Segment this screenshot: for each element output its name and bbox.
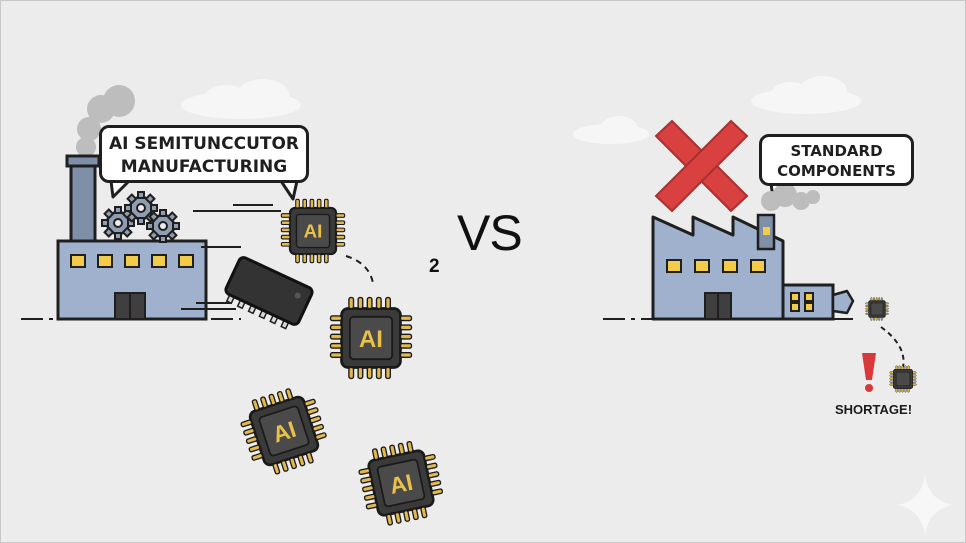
exclamation-icon: [862, 353, 876, 392]
factory-icon: [603, 183, 855, 321]
speech-bubble-standard-components: STANDARD COMPONENTS: [759, 134, 914, 186]
shortage-label: SHORTAGE!: [835, 402, 913, 417]
small-chip-icon: [865, 297, 889, 321]
speech-line: COMPONENTS: [777, 162, 896, 180]
smoke-icon: [76, 85, 135, 157]
speech-bubble-ai-manufacturing: AI SEMITUNCCUTOR MANUFACTURING: [99, 125, 309, 183]
speech-line: STANDARD: [790, 142, 883, 160]
ai-chip-icon: AI: [233, 380, 335, 482]
svg-text:AI: AI: [387, 469, 415, 499]
gear-icon: [145, 208, 181, 244]
svg-text:AI: AI: [359, 326, 383, 353]
stray-number: 2: [429, 256, 440, 277]
ai-chip-icon: AI: [329, 296, 413, 380]
smoke-icon: [761, 183, 820, 211]
ai-chip-icon: AI: [280, 198, 346, 264]
cloud-icon: [573, 116, 649, 144]
ai-chip-icon: AI: [353, 435, 449, 531]
factory-icon: [21, 85, 241, 321]
red-cross-icon: [654, 119, 749, 213]
cloud-icon: [751, 76, 861, 114]
speech-line: AI SEMITUNCCUTOR: [108, 134, 300, 154]
speech-line: MANUFACTURING: [120, 157, 288, 177]
sparkle-icon: [897, 475, 953, 535]
versus-label: VS: [457, 205, 523, 261]
cloud-icon: [181, 79, 301, 119]
small-chip-icon: [889, 365, 917, 393]
motion-lines: [181, 204, 374, 310]
svg-text:AI: AI: [304, 220, 323, 241]
component-icon: [224, 256, 314, 330]
